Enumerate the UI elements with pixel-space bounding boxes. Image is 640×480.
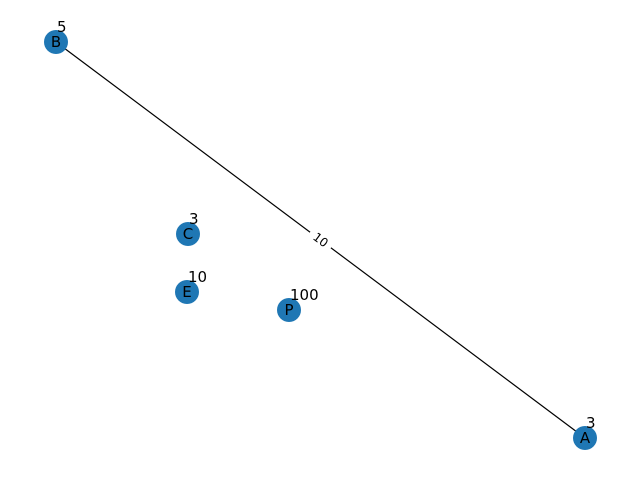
edge-label-background: [304, 225, 337, 255]
node-label: A: [580, 429, 591, 447]
node-e: E10: [175, 268, 207, 304]
node-weight-label: 100: [290, 286, 319, 304]
node-a: A3: [573, 414, 597, 450]
node-circle: [277, 298, 301, 322]
node-weight-label: 3: [586, 414, 596, 432]
node-weight-label: 3: [189, 210, 199, 228]
node-weight-label: 10: [188, 268, 207, 286]
node-circle: [175, 280, 199, 304]
node-label: E: [182, 283, 191, 301]
node-circle: [44, 30, 68, 54]
node-b: B5: [44, 18, 68, 54]
node-weight-label: 5: [57, 18, 67, 36]
node-circle: [176, 222, 200, 246]
node-circle: [573, 426, 597, 450]
node-c: C3: [176, 210, 200, 246]
node-label: B: [51, 33, 61, 51]
edges-layer: 10: [55, 41, 586, 439]
node-label: C: [183, 225, 193, 243]
node-label: P: [284, 301, 293, 319]
edge-label-group: 10: [304, 225, 337, 255]
